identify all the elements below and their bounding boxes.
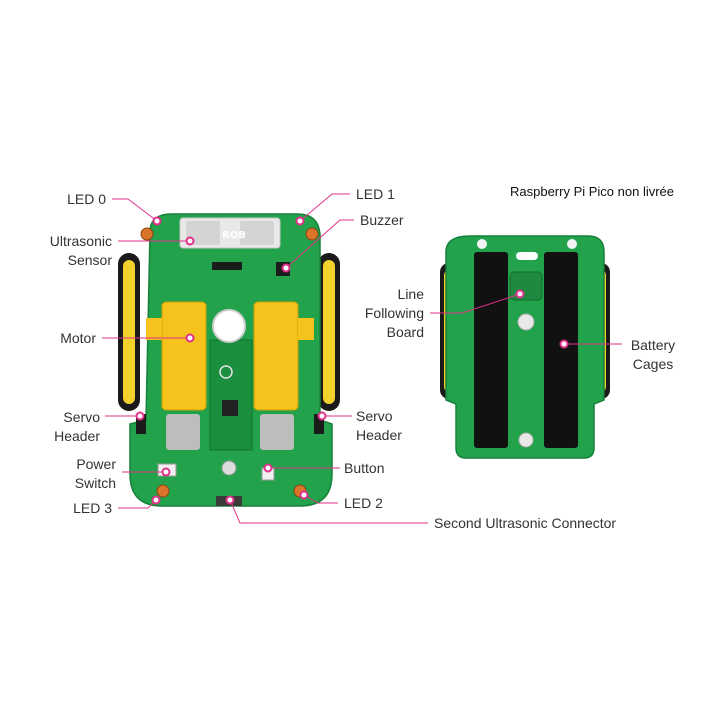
label-battery-cages: Battery Cages <box>630 337 676 372</box>
leader-led1 <box>299 193 350 222</box>
dot-led2 <box>299 490 309 500</box>
led0-indicator <box>140 227 154 241</box>
back-corner-hole-left <box>477 239 487 249</box>
label-ultrasonic-sensor: Ultrasonic Sensor <box>49 233 112 268</box>
dot-power-switch <box>161 467 171 477</box>
front-board: ROB <box>118 213 340 507</box>
note-pico-not-included: Raspberry Pi Pico non livrée <box>510 184 675 199</box>
label-buzzer: Buzzer <box>360 212 404 228</box>
left-wheel-hub <box>123 260 135 404</box>
battery-cage-left <box>474 252 508 448</box>
battery-cage-right <box>544 252 578 448</box>
right-gearbox <box>260 414 294 450</box>
right-wheel-hub <box>323 260 335 404</box>
label-servo-header-right: Servo Header <box>356 408 402 443</box>
callout-dots <box>135 216 569 505</box>
led1-indicator <box>305 227 319 241</box>
dot-servo-left <box>135 411 145 421</box>
dot-servo-right <box>317 411 327 421</box>
kitronik-logo <box>516 252 538 260</box>
led3-indicator <box>156 484 170 498</box>
back-pcb <box>445 235 605 459</box>
leader-second-ultrasonic <box>229 499 428 524</box>
leader-led2 <box>303 494 338 504</box>
ultrasonic-header <box>212 262 242 270</box>
mount-hole <box>221 460 237 476</box>
pico-board <box>209 339 253 451</box>
back-mount-hole-bottom <box>518 432 534 448</box>
back-corner-hole-right <box>567 239 577 249</box>
label-motor: Motor <box>60 330 96 346</box>
pico-chip <box>222 400 238 416</box>
label-line-following-board: Line Following Board <box>364 286 424 340</box>
right-motor <box>253 301 299 411</box>
label-servo-header-left: Servo Header <box>54 409 100 444</box>
left-motor-axle <box>146 318 162 340</box>
left-motor <box>161 301 207 411</box>
right-servo-pins <box>314 414 324 434</box>
label-led0: LED 0 <box>67 191 106 207</box>
label-button: Button <box>344 460 385 476</box>
label-led2: LED 2 <box>344 495 383 511</box>
ultrasonic-module-logo: ROB <box>222 230 246 241</box>
label-led3: LED 3 <box>73 500 112 516</box>
dot-line-following <box>515 289 525 299</box>
dot-ultrasonic <box>185 236 195 246</box>
ultrasonic-transducer-left <box>186 221 220 245</box>
back-board <box>440 235 610 459</box>
leader-buzzer <box>285 219 354 269</box>
dot-led3 <box>151 495 161 505</box>
pen-holder <box>212 309 246 343</box>
dot-button <box>263 463 273 473</box>
dot-led1 <box>295 216 305 226</box>
dot-led0 <box>152 216 162 226</box>
left-servo-pins <box>136 414 146 434</box>
dot-motor <box>185 333 195 343</box>
raspberry-logo-icon <box>219 365 233 379</box>
left-gearbox <box>166 414 200 450</box>
label-led1: LED 1 <box>356 186 395 202</box>
leader-line-following <box>430 293 521 314</box>
leader-led0 <box>112 198 158 222</box>
right-motor-axle <box>298 318 314 340</box>
ultrasonic-transducer-right <box>240 221 274 245</box>
label-second-ultrasonic-connector: Second Ultrasonic Connector <box>434 515 617 531</box>
dot-second-ultrasonic <box>225 495 235 505</box>
dot-battery-cages <box>559 339 569 349</box>
label-power-switch: Power Switch <box>74 456 116 491</box>
back-mount-hole-top <box>517 313 535 331</box>
dot-buzzer <box>281 263 291 273</box>
